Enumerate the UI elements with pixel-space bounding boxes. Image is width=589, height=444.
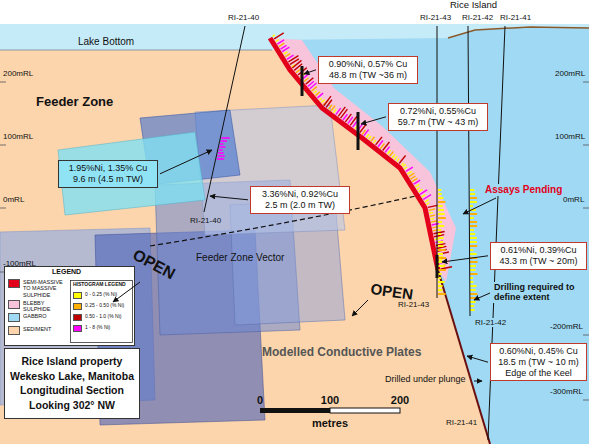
assay-text: 0.72%Ni, 0.55%Cu 59.7 m (TW ~ 43 m) xyxy=(393,106,483,128)
assay-text: 3.36%Ni, 0.92%Cu 2.5 m (2.0 m TW) xyxy=(255,189,345,211)
title-box: Rice Island property Wekesko Lake, Manit… xyxy=(4,348,140,419)
keel-contact xyxy=(438,270,490,444)
section-label: RI-21-41 xyxy=(446,418,477,427)
legend-item: SEDIMENT xyxy=(8,326,69,335)
legend-swatch xyxy=(8,326,20,335)
assay-callout-box: 3.36%Ni, 0.92%Cu 2.5 m (2.0 m TW) xyxy=(250,186,350,214)
section-label: RI-21-43 xyxy=(398,300,429,309)
section-label: HISTOGRAM LEGEND xyxy=(73,282,126,288)
assay-text: 1.95%Ni, 1.35% Cu 9.6 m (4.5 m TW) xyxy=(63,163,153,185)
legend-text: SEMI-MASSIVE TO MASSIVE SULPHIDE xyxy=(23,279,69,298)
legend-item: 1 - 8 (% Ni) xyxy=(73,325,110,332)
drill-holes xyxy=(204,26,505,440)
legend-text: BLEBBY SULPHIDE xyxy=(23,300,69,313)
section-label: Lake Bottom xyxy=(78,36,134,48)
section-label: -100mRL xyxy=(3,259,36,268)
section-label: RI-21-43 xyxy=(420,13,451,22)
section-label: RI-21-42 xyxy=(462,13,493,22)
massive-sulphide xyxy=(270,38,438,270)
legend-item: BLEBBY SULPHIDE xyxy=(8,300,69,313)
legend-item: 0.50 - 1.0 (% Ni) xyxy=(73,314,121,321)
legend-swatch xyxy=(8,313,20,322)
section-label: 100 xyxy=(321,394,339,407)
section-label: Feeder Zone Vector xyxy=(196,252,284,264)
leader-arrow xyxy=(474,293,490,300)
leader-arrow xyxy=(463,198,496,214)
legend-text: 1 - 8 (% Ni) xyxy=(85,325,110,331)
legend-swatch xyxy=(8,279,20,288)
section-label: -300mRL xyxy=(550,387,583,396)
leader-arrow xyxy=(474,381,482,382)
leader-arrow xyxy=(304,70,316,74)
legend-swatch xyxy=(73,303,82,310)
legend-swatch xyxy=(73,325,82,332)
assay-text: 0.90%Ni, 0.57% Cu 48.8 m (TW ~36 m) xyxy=(323,59,413,81)
legend-text: 0 - 0.25 (% Ni) xyxy=(85,292,117,298)
assay-text: 0.60%Ni, 0.45% Cu 18.5 m (TW ~ 10 m) Edg… xyxy=(495,346,582,378)
leader-arrow xyxy=(467,356,488,362)
lake-bottom-line xyxy=(0,50,272,51)
section-label: 100mRL xyxy=(555,132,585,141)
section-label: RI-21-40 xyxy=(228,13,259,22)
leader-arrow xyxy=(361,117,386,124)
section-label: Drilled under plunge xyxy=(384,374,467,384)
section-label: Rice Island xyxy=(450,0,497,11)
section-label: RI-21-42 xyxy=(474,318,507,327)
legend-item: SEMI-MASSIVE TO MASSIVE SULPHIDE xyxy=(8,279,69,298)
section-label: Drilling required to define extent xyxy=(493,282,577,303)
legend-text: SEDIMENT xyxy=(23,326,69,332)
sky xyxy=(0,0,589,24)
assay-callout-box: 0.72%Ni, 0.55%Cu 59.7 m (TW ~ 43 m) xyxy=(388,103,488,131)
section-label: Feeder Zone xyxy=(36,95,113,110)
section-label: LEGEND xyxy=(52,268,81,276)
island-surface xyxy=(448,27,589,38)
section-label: 200mRL xyxy=(3,69,33,78)
legend-frame xyxy=(5,267,135,346)
intersections xyxy=(302,66,437,278)
section-label: -200mRL xyxy=(550,322,583,331)
section-label: RI-21-40 xyxy=(190,216,221,225)
leader-arrow xyxy=(210,196,248,200)
section-label: 100mRL xyxy=(3,132,33,141)
assay-callout-box: 0.90%Ni, 0.57% Cu 48.8 m (TW ~36 m) xyxy=(318,56,418,84)
section-label: Modelled Conductive Plates xyxy=(262,346,421,360)
legend-text: 0.25 - 0.50 (% Ni) xyxy=(85,303,124,309)
section-label: 0 xyxy=(257,394,263,407)
leader-arrow xyxy=(442,256,488,262)
title-text: Rice Island property Wekesko Lake, Manit… xyxy=(9,354,135,413)
section-label: 0mRL xyxy=(3,195,24,204)
leader-arrow xyxy=(160,150,212,174)
legend-swatch xyxy=(73,292,82,299)
assay-text: 0.61%Ni, 0.39%Cu 43.3 m (TW ~ 20m) xyxy=(495,245,582,267)
assay-histogram xyxy=(217,33,478,310)
section-label: RI-21-41 xyxy=(500,13,531,22)
assay-callout-box: 0.61%Ni, 0.39%Cu 43.3 m (TW ~ 20m) xyxy=(490,242,587,270)
scale-bar xyxy=(260,408,400,413)
legend-item: 0 - 0.25 (% Ni) xyxy=(73,292,117,299)
assay-callout-box: 1.95%Ni, 1.35% Cu 9.6 m (4.5 m TW) xyxy=(58,160,158,188)
legend-item: 0.25 - 0.50 (% Ni) xyxy=(73,303,124,310)
section-label: 200 xyxy=(391,394,409,407)
conductive-plates xyxy=(0,105,345,425)
legend-swatch xyxy=(8,300,20,309)
section-label: metres xyxy=(312,417,348,430)
section-label: 200mRL xyxy=(555,69,585,78)
legend-text: GABBRO xyxy=(23,313,69,319)
legend-text: 0.50 - 1.0 (% Ni) xyxy=(85,314,121,320)
legend-swatch xyxy=(73,314,82,321)
assay-callout-box: 0.60%Ni, 0.45% Cu 18.5 m (TW ~ 10 m) Edg… xyxy=(490,343,587,381)
section-label: Assays Pending xyxy=(484,184,563,196)
legend-item: GABBRO xyxy=(8,313,69,322)
section-label: 0mRL xyxy=(563,195,584,204)
leader-arrow xyxy=(352,300,368,316)
